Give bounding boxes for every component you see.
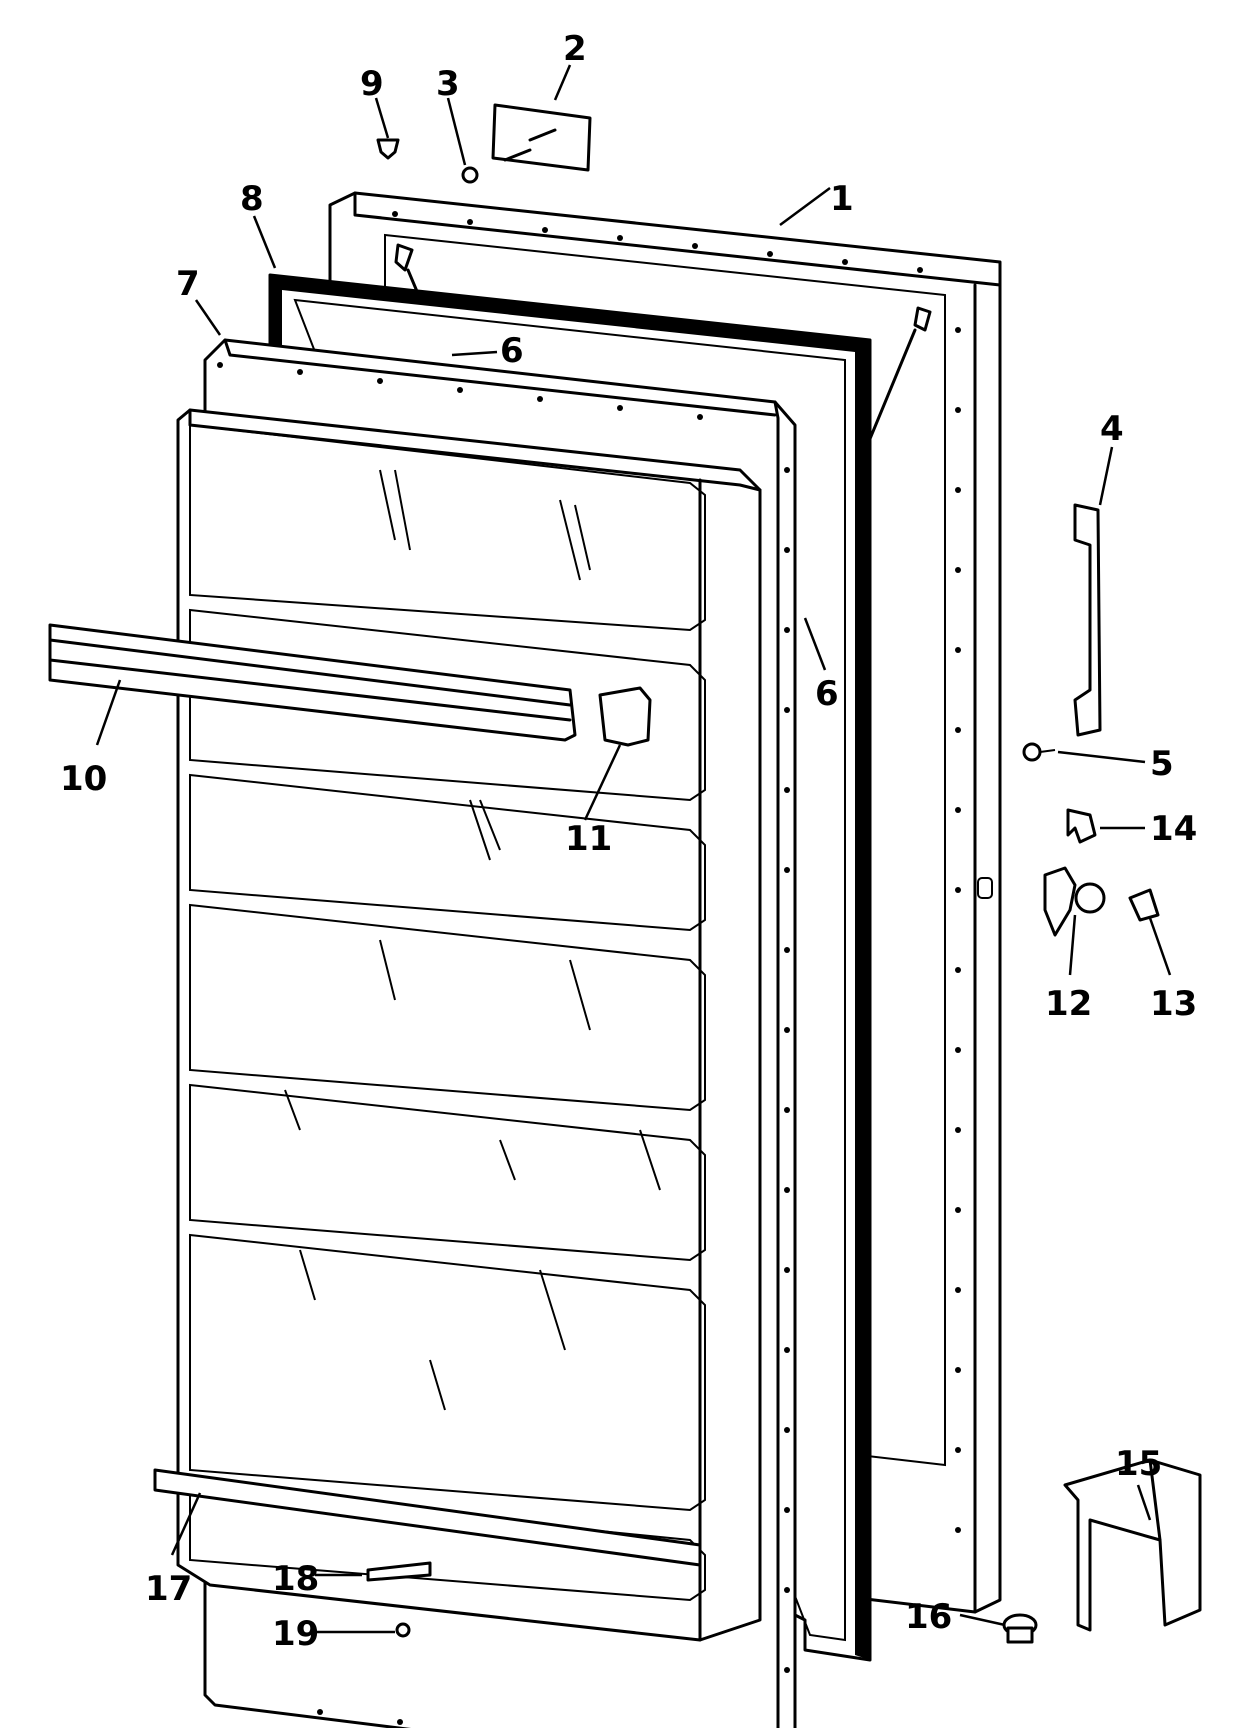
callout-8: 8 — [240, 179, 264, 219]
plug-part-9 — [376, 138, 400, 160]
latch-bracket — [1066, 808, 1097, 844]
bracket-plate — [491, 103, 592, 172]
callout-6-upper: 6 — [500, 331, 524, 371]
callout-9: 9 — [360, 64, 384, 104]
latch-strike — [1043, 866, 1106, 937]
screw-part-3 — [461, 166, 479, 184]
callout-10: 10 — [60, 759, 107, 799]
hinge-screw — [395, 1622, 411, 1638]
callout-12: 12 — [1045, 984, 1092, 1024]
callout-19: 19 — [272, 1614, 319, 1654]
callout-2: 2 — [563, 29, 587, 69]
callout-4: 4 — [1100, 409, 1124, 449]
handle-screw — [1022, 742, 1056, 762]
hole-plug — [1002, 1613, 1038, 1644]
hinge-cover — [1063, 1458, 1202, 1632]
bottom-trim — [153, 1468, 702, 1567]
leader-lines — [95, 64, 1172, 1634]
hinge-shim — [366, 1561, 432, 1582]
callout-15: 15 — [1115, 1444, 1162, 1484]
callout-3: 3 — [436, 64, 460, 104]
callout-5: 5 — [1150, 744, 1174, 784]
callout-labels: 1 2 3 4 5 6 6 7 8 9 10 11 12 13 14 15 16… — [60, 29, 1197, 1654]
callout-14: 14 — [1150, 809, 1197, 849]
callout-6-right: 6 — [815, 674, 839, 714]
callout-17: 17 — [145, 1569, 192, 1609]
callout-11: 11 — [565, 819, 612, 859]
door-handle — [1073, 503, 1102, 737]
callout-7: 7 — [176, 264, 200, 304]
callout-13: 13 — [1150, 984, 1197, 1024]
rail-end-cap — [598, 686, 652, 747]
callout-16: 16 — [905, 1597, 952, 1637]
latch-cam — [1128, 888, 1160, 922]
door-rail — [48, 623, 577, 742]
callout-18: 18 — [272, 1559, 319, 1599]
callout-1: 1 — [830, 179, 854, 219]
